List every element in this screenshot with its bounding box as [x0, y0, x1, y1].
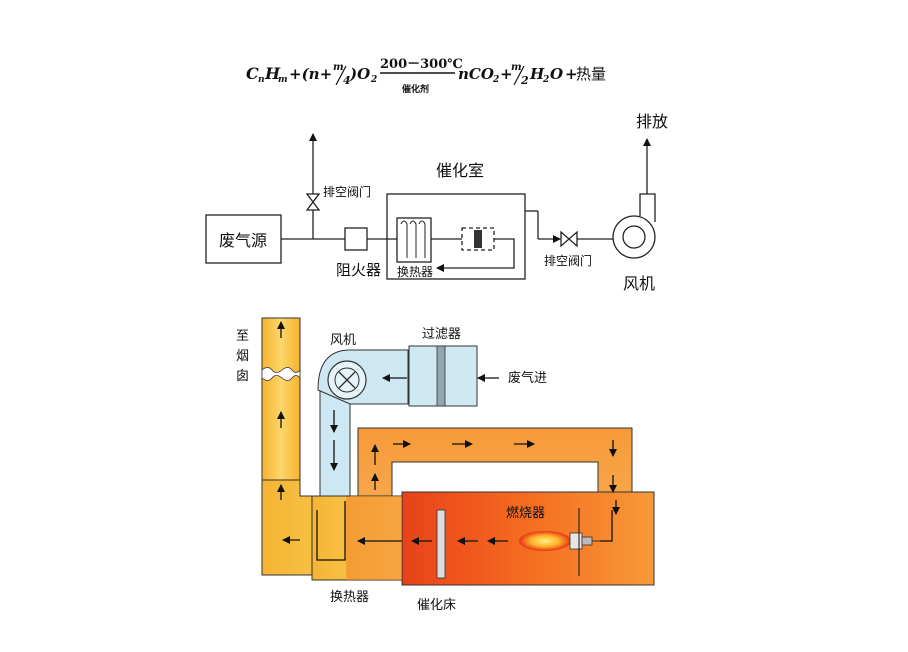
catalytic-bed-plate — [436, 509, 446, 579]
label-to-chimney-2: 烟 — [236, 349, 249, 364]
vent-valve-left-icon — [305, 193, 321, 211]
label-fan-bottom: 风机 — [330, 333, 356, 348]
eq-nco2: nCO — [458, 65, 494, 83]
label-vent-valve-right: 排空阀门 — [544, 253, 592, 268]
eq-catalyst: 催化剂 — [402, 83, 429, 95]
flame-arrester-box — [344, 227, 368, 251]
label-to-chimney-3: 囱 — [236, 369, 249, 384]
label-flame-arrester: 阻火器 — [336, 261, 381, 279]
heat-exchanger-box — [396, 217, 432, 263]
eq-m-over-4-num: m — [333, 62, 344, 73]
eq-heat: 热量 — [576, 65, 606, 83]
eq-m-over-4-den: 4 — [343, 74, 351, 87]
eq-temperature: 200－300℃ — [380, 57, 463, 72]
burner-flame-icon — [519, 531, 571, 551]
label-to-chimney-1: 至 — [236, 329, 249, 344]
eq-water-subscript: 2 — [542, 75, 549, 85]
label-waste-gas-source: 废气源 — [219, 231, 267, 250]
eq-plus-heat: + — [565, 65, 578, 83]
burner-nozzle — [569, 532, 583, 550]
eq-hydrogen: H — [264, 64, 281, 83]
waste-gas-source-box — [205, 214, 282, 264]
label-vent-valve-left: 排空阀门 — [323, 184, 371, 199]
label-discharge: 排放 — [636, 112, 668, 131]
catalytic-chamber-box — [386, 193, 526, 280]
label-heat-exchanger-top: 换热器 — [397, 265, 433, 279]
eq-m-over-2-num: m — [511, 62, 522, 73]
eq-m-over-2-den: 2 — [520, 74, 529, 87]
top-return-duct — [357, 427, 633, 498]
eq-plus: + — [500, 65, 513, 83]
label-heat-exchanger-bottom: 换热器 — [330, 590, 369, 605]
label-filter: 过滤器 — [422, 327, 461, 342]
eq-oxygen: )O — [349, 65, 370, 83]
label-fan-top: 风机 — [623, 274, 655, 293]
eq-n-subscript: n — [258, 75, 265, 85]
eq-water-h: H — [529, 65, 545, 83]
equipment-illustration — [261, 317, 655, 586]
label-catalytic-bed: 催化床 — [417, 598, 456, 613]
label-waste-gas-in: 废气进 — [508, 370, 547, 386]
flow-arrows — [277, 321, 620, 576]
process-flow-diagram — [205, 133, 656, 280]
eq-plus-n: +(n+ — [289, 65, 332, 83]
eq-carbon: C — [246, 64, 259, 83]
eq-o2-subscript: 2 — [370, 75, 377, 85]
eq-co2-subscript: 2 — [492, 75, 499, 85]
equipment-labels: 至 烟 囱 风机 过滤器 废气进 燃烧器 换热器 催化床 — [236, 327, 547, 613]
label-burner: 燃烧器 — [506, 505, 545, 521]
reaction-equation: C n H m +(n+ m 4 )O 2 200－300℃ 催化剂 nCO 2… — [246, 57, 606, 95]
process-flow-labels: 废气源 排空阀门 阻火器 催化室 换热器 排空阀门 风机 排放 — [219, 112, 668, 293]
vent-valve-right-icon — [560, 230, 578, 248]
label-catalytic-chamber: 催化室 — [436, 161, 484, 180]
eq-water-o: O — [550, 65, 563, 83]
eq-m-subscript: m — [278, 75, 288, 85]
fan-icon — [612, 215, 656, 259]
fan-outlet-duct — [319, 385, 351, 497]
